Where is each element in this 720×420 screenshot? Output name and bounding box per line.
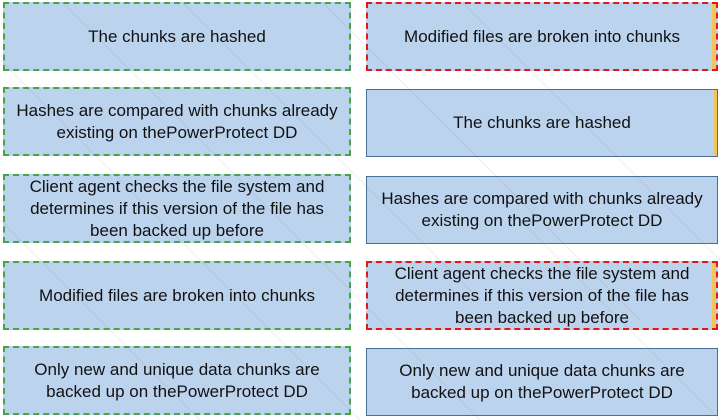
left-item-5[interactable]: Only new and unique data chunks are back… (3, 346, 351, 415)
left-item-5-label: Only new and unique data chunks are back… (34, 359, 320, 401)
right-slot-1-label: Modified files are broken into chunks (404, 26, 680, 46)
right-slot-3-label: Hashes are compared with chunks already … (381, 189, 703, 230)
left-item-1[interactable]: The chunks are hashed (3, 2, 351, 71)
right-slot-5[interactable]: Only new and unique data chunks are back… (366, 348, 718, 416)
right-slot-3[interactable]: Hashes are compared with chunks already … (366, 176, 718, 244)
left-item-1-label: The chunks are hashed (88, 26, 266, 46)
left-item-4-label: Modified files are broken into chunks (39, 285, 315, 305)
right-slot-2[interactable]: The chunks are hashed (366, 89, 718, 157)
right-slot-2-label: The chunks are hashed (453, 113, 631, 132)
right-slot-4-label: Client agent checks the file system and … (394, 263, 690, 327)
right-slot-4[interactable]: Client agent checks the file system and … (366, 261, 718, 330)
left-item-2-label: Hashes are compared with chunks already … (16, 100, 338, 142)
left-item-3[interactable]: Client agent checks the file system and … (3, 174, 351, 243)
left-item-2[interactable]: Hashes are compared with chunks already … (3, 87, 351, 156)
right-slot-5-label: Only new and unique data chunks are back… (399, 361, 685, 402)
right-slot-1[interactable]: Modified files are broken into chunks (366, 2, 718, 71)
left-item-3-label: Client agent checks the file system and … (29, 176, 325, 240)
left-item-4[interactable]: Modified files are broken into chunks (3, 261, 351, 330)
